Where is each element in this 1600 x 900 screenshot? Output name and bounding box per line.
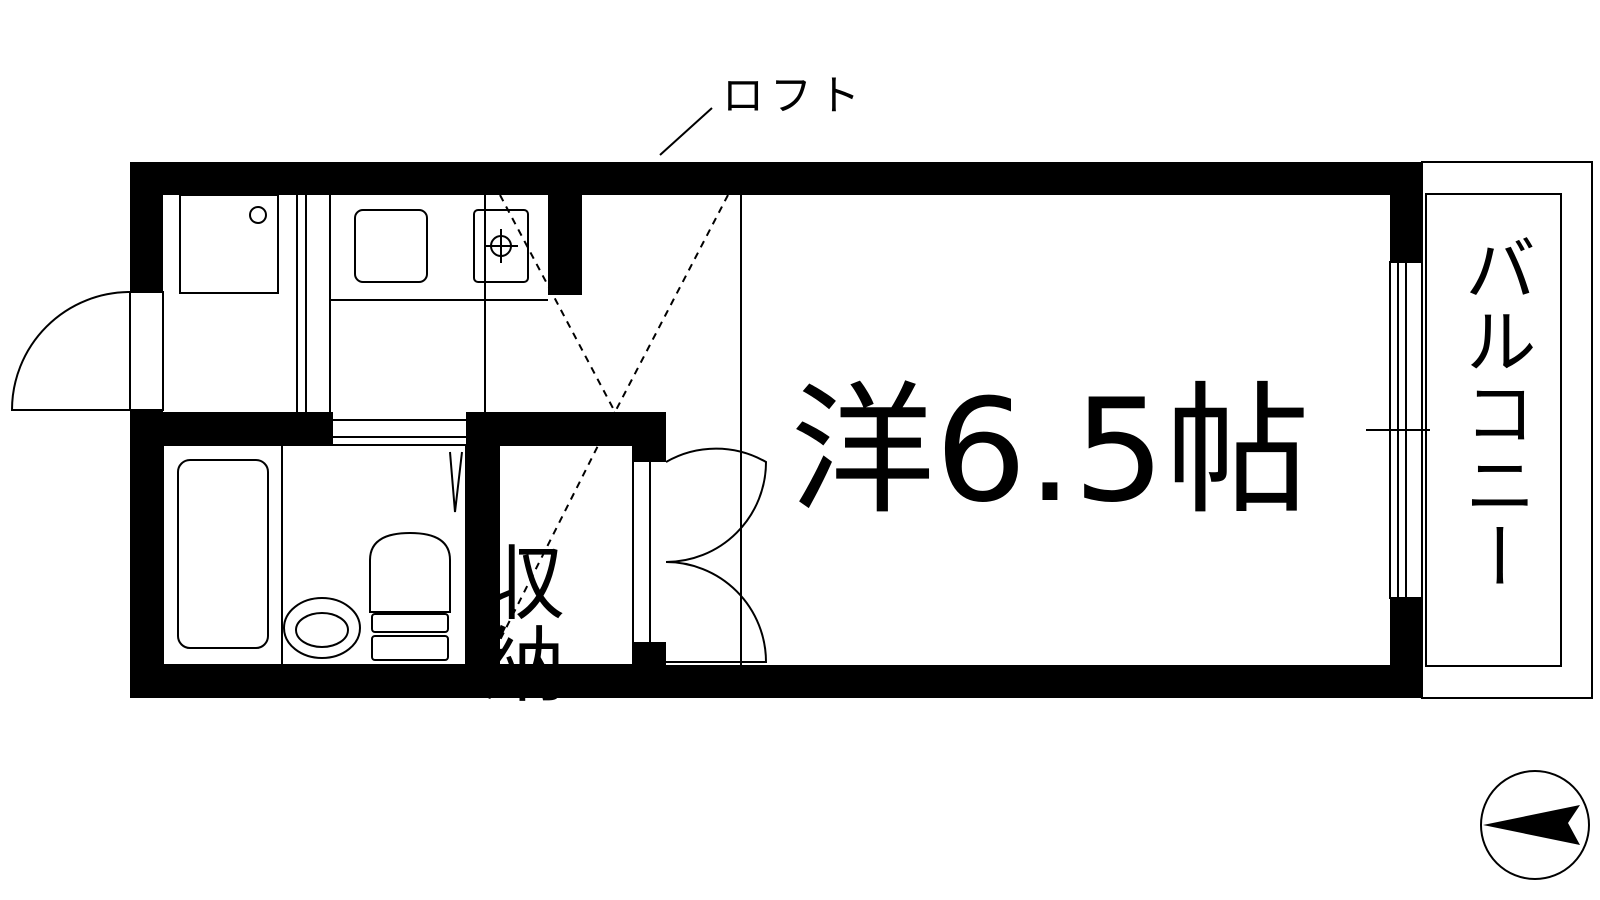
outer-walls [130, 162, 1422, 698]
loft-label: ロフト [722, 71, 866, 120]
unit-bath [162, 444, 467, 666]
interior-walls [163, 195, 666, 665]
washer-space [179, 194, 307, 412]
balcony-label: バルコニー [1452, 232, 1536, 592]
storage-closet [498, 444, 768, 666]
balcony-window [1366, 261, 1430, 599]
kitchen-counter [329, 195, 548, 412]
entrance-door [10, 291, 164, 411]
main-room-label: 洋6.5帖 [790, 369, 1310, 534]
corridor-lines [333, 195, 742, 665]
compass-icon [1480, 770, 1590, 880]
balcony [1421, 161, 1593, 699]
storage-label: 収納 [469, 540, 564, 704]
loft-outline [499, 107, 729, 641]
